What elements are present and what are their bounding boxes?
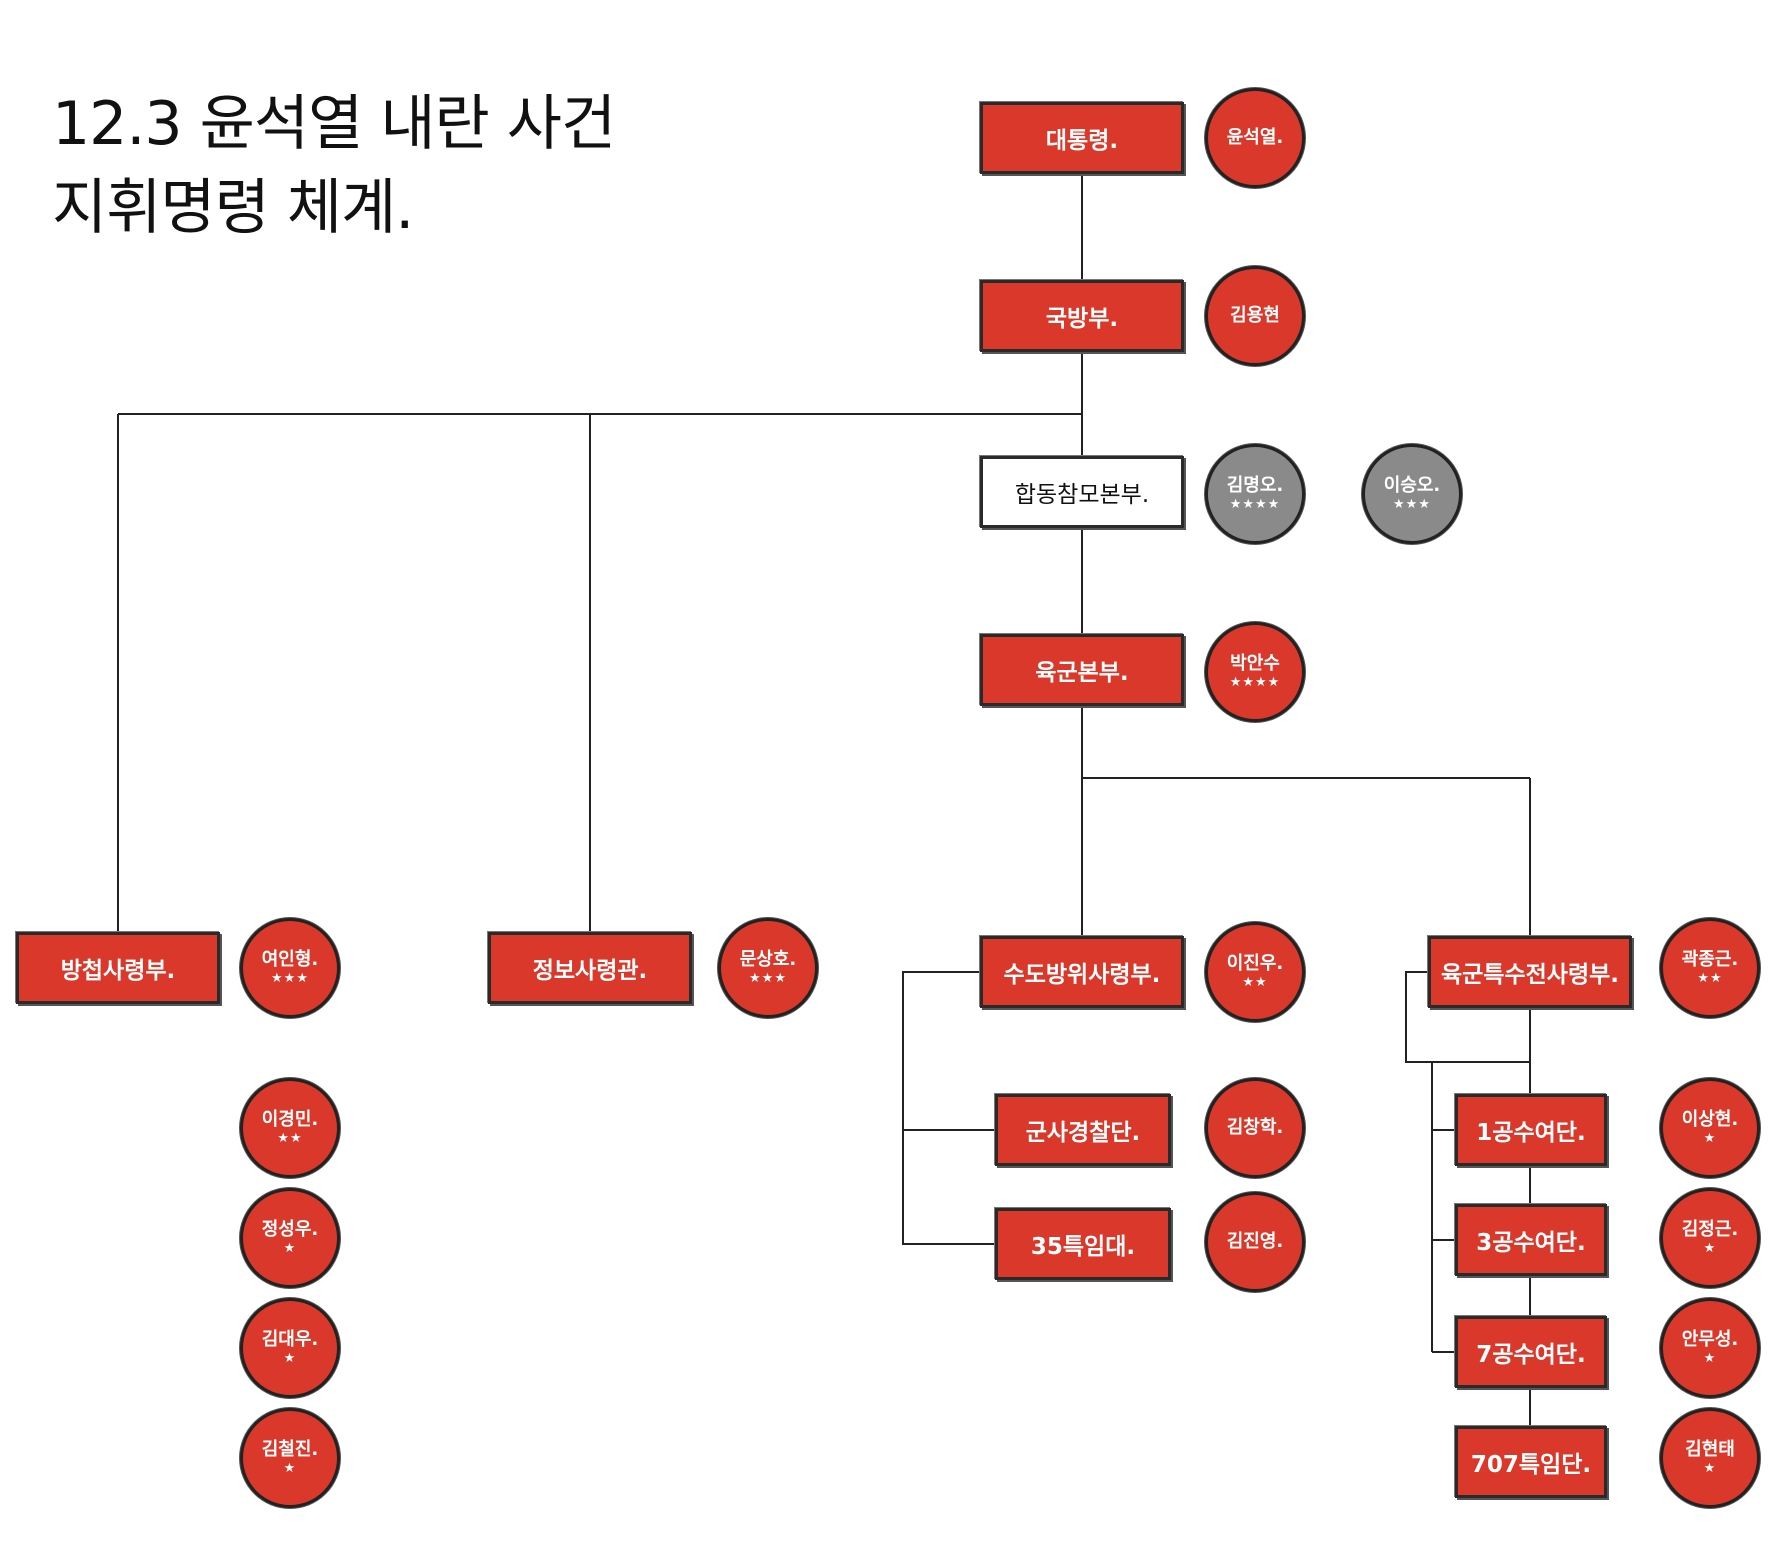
person-circle-707: 김현태 ★ (1660, 1408, 1760, 1508)
person-name: 안무성. (1681, 1329, 1739, 1350)
rank-stars: ★★ (1697, 971, 1723, 986)
unit-7th-airborne: 7공수여단. (1455, 1316, 1607, 1388)
person-name: 김철진. (261, 1439, 319, 1460)
diagram-title: 12.3 윤석열 내란 사건 지휘명령 체계. (52, 82, 616, 250)
person-circle-dcc: 여인형. ★★★ (240, 918, 340, 1018)
person-circle-dcc-5: 김철진. ★ (240, 1408, 340, 1508)
person-name: 김대우. (261, 1329, 319, 1350)
rank-stars: ★★ (277, 1131, 303, 1146)
unit-military-police: 군사경찰단. (995, 1094, 1171, 1166)
rank-stars: ★ (283, 1241, 297, 1256)
person-circle-b7: 안무성. ★ (1660, 1298, 1760, 1398)
person-name: 윤석열. (1226, 127, 1284, 148)
person-name: 김창학. (1226, 1117, 1284, 1138)
unit-3rd-airborne: 3공수여단. (1455, 1204, 1607, 1276)
person-name: 문상호. (739, 949, 797, 970)
person-name: 이승오. (1383, 475, 1441, 496)
person-circle-b3: 김정근. ★ (1660, 1188, 1760, 1288)
rank-stars: ★★★ (749, 971, 787, 986)
person-name: 김현태 (1685, 1439, 1735, 1460)
rank-stars: ★ (1703, 1461, 1717, 1476)
rank-stars: ★ (1703, 1131, 1717, 1146)
person-circle-swc: 곽종근. ★★ (1660, 918, 1760, 1018)
person-circle-dcc-2: 이경민. ★★ (240, 1078, 340, 1178)
person-circle-mp: 김창학. (1205, 1078, 1305, 1178)
person-circle-b1: 이상현. ★ (1660, 1078, 1760, 1178)
unit-president: 대통령. (980, 102, 1184, 174)
person-circle-dcc-4: 김대우. ★ (240, 1298, 340, 1398)
person-name: 곽종근. (1681, 949, 1739, 970)
person-circle-mnd: 김용현 (1205, 266, 1305, 366)
unit-ministry-of-defense: 국방부. (980, 280, 1184, 352)
person-name: 여인형. (261, 949, 319, 970)
unit-joint-chiefs: 합동참모본부. (980, 456, 1184, 528)
person-name: 김용현 (1230, 305, 1280, 326)
unit-army-hq: 육군본부. (980, 634, 1184, 706)
person-circle-sp35: 김진영. (1205, 1192, 1305, 1292)
unit-capital-defense: 수도방위사령부. (980, 936, 1184, 1008)
unit-35-special-task: 35특임대. (995, 1208, 1171, 1280)
person-circle-cdc: 이진우. ★★ (1205, 922, 1305, 1022)
unit-intelligence-command: 정보사령관. (488, 932, 692, 1004)
person-circle-dic: 문상호. ★★★ (718, 918, 818, 1018)
person-circle-army: 박안수 ★★★★ (1205, 622, 1305, 722)
person-name: 김명오. (1226, 475, 1284, 496)
rank-stars: ★★★ (1393, 497, 1431, 512)
person-name: 김정근. (1681, 1219, 1739, 1240)
person-name: 김진영. (1226, 1231, 1284, 1252)
person-name: 박안수 (1230, 653, 1280, 674)
rank-stars: ★★ (1242, 975, 1268, 990)
rank-stars: ★★★★ (1229, 675, 1281, 690)
rank-stars: ★ (1703, 1241, 1717, 1256)
link-cdc-subunits (902, 971, 995, 1245)
person-circle-president: 윤석열. (1205, 88, 1305, 188)
person-name: 이진우. (1226, 953, 1284, 974)
title-line-2: 지휘명령 체계. (52, 173, 414, 243)
person-circle-jcs: 김명오. ★★★★ (1205, 444, 1305, 544)
rank-stars: ★★★ (271, 971, 309, 986)
person-name: 이경민. (261, 1109, 319, 1130)
title-line-1: 12.3 윤석열 내란 사건 (52, 89, 616, 159)
unit-707-special-mission: 707특임단. (1455, 1426, 1607, 1498)
unit-special-warfare: 육군특수전사령부. (1428, 936, 1632, 1008)
unit-counterintelligence: 방첩사령부. (16, 932, 220, 1004)
rank-stars: ★ (1703, 1351, 1717, 1366)
rank-stars: ★ (283, 1461, 297, 1476)
person-name: 이상현. (1681, 1109, 1739, 1130)
person-circle-dcc-3: 정성우. ★ (240, 1188, 340, 1288)
rank-stars: ★★★★ (1229, 497, 1281, 512)
rank-stars: ★ (283, 1351, 297, 1366)
person-name: 정성우. (261, 1219, 319, 1240)
unit-1st-airborne: 1공수여단. (1455, 1094, 1607, 1166)
person-circle-jcs-2: 이승오. ★★★ (1362, 444, 1462, 544)
link-swc-left (1405, 971, 1530, 1063)
